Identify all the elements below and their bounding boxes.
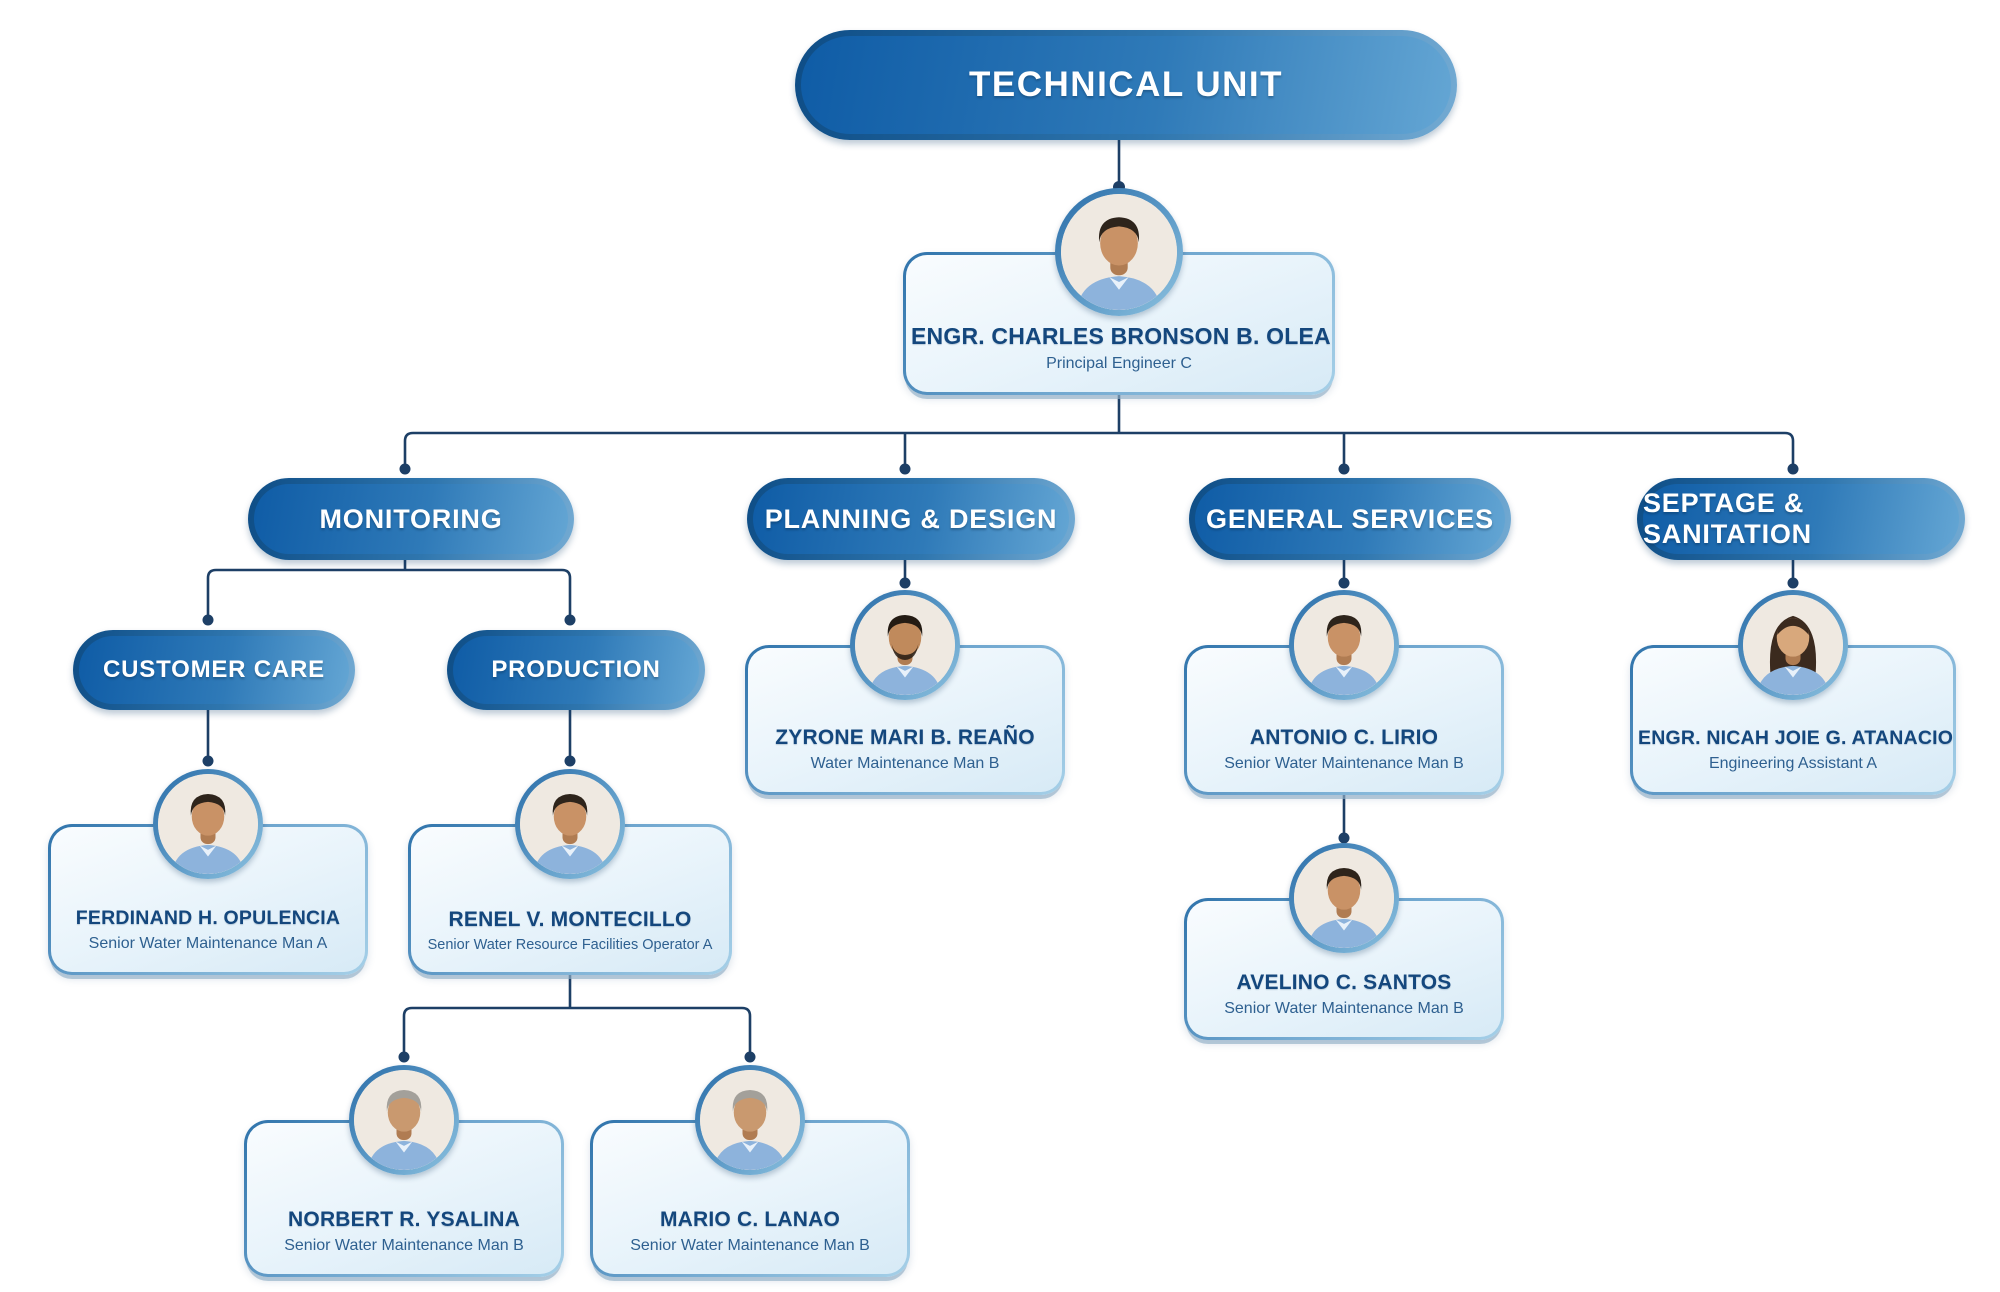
avatar bbox=[1289, 590, 1399, 700]
person-card-antonio-lirio: ANTONIO C. LIRIO Senior Water Maintenanc… bbox=[1184, 590, 1504, 795]
person-role: Water Maintenance Man B bbox=[810, 755, 1000, 772]
avatar-photo bbox=[1294, 848, 1394, 948]
person-card-mario-lanao: MARIO C. LANAO Senior Water Maintenance … bbox=[590, 1065, 910, 1277]
person-name: RENEL V. MONTECILLO bbox=[448, 908, 692, 931]
avatar-photo bbox=[1743, 595, 1843, 695]
person-name: ENGR. NICAH JOIE G. ATANACIO bbox=[1638, 727, 1954, 749]
avatar-photo bbox=[700, 1070, 800, 1170]
avatar-photo bbox=[1294, 595, 1394, 695]
branch-pill-monitoring: MONITORING bbox=[248, 478, 574, 560]
person-name: AVELINO C. SANTOS bbox=[1236, 971, 1452, 994]
person-role: Senior Water Maintenance Man B bbox=[1224, 755, 1464, 772]
person-card-norbert-ysalina: NORBERT R. YSALINA Senior Water Maintena… bbox=[244, 1065, 564, 1277]
person-name: NORBERT R. YSALINA bbox=[288, 1208, 520, 1231]
branch-pill-general-services: GENERAL SERVICES bbox=[1189, 478, 1511, 560]
person-card-zyrone-reano: ZYRONE MARI B. REAÑO Water Maintenance M… bbox=[745, 590, 1065, 795]
person-card-ferdinand-opulencia: FERDINAND H. OPULENCIA Senior Water Main… bbox=[48, 769, 368, 975]
avatar bbox=[515, 769, 625, 879]
branch-label: GENERAL SERVICES bbox=[1195, 484, 1505, 554]
avatar bbox=[1289, 843, 1399, 953]
branch-label: MONITORING bbox=[254, 484, 568, 554]
person-role: Senior Water Resource Facilities Operato… bbox=[427, 937, 713, 953]
person-name: ZYRONE MARI B. REAÑO bbox=[775, 726, 1035, 749]
person-name: ANTONIO C. LIRIO bbox=[1249, 726, 1439, 749]
card-frame bbox=[590, 1120, 910, 1277]
person-name: MARIO C. LANAO bbox=[659, 1208, 841, 1231]
person-card-nicah-atanacio: ENGR. NICAH JOIE G. ATANACIO Engineering… bbox=[1630, 590, 1956, 795]
branch-label: PLANNING & DESIGN bbox=[753, 484, 1069, 554]
branch-pill-planning-design: PLANNING & DESIGN bbox=[747, 478, 1075, 560]
avatar-photo bbox=[520, 774, 620, 874]
person-role: Senior Water Maintenance Man A bbox=[88, 935, 328, 952]
person-card-renel-montecillo: RENEL V. MONTECILLO Senior Water Resourc… bbox=[408, 769, 732, 975]
card-frame bbox=[244, 1120, 564, 1277]
person-card-charles-olea: ENGR. CHARLES BRONSON B. OLEA Principal … bbox=[903, 188, 1335, 395]
avatar bbox=[1055, 188, 1183, 316]
subunit-pill-production: PRODUCTION bbox=[447, 630, 705, 710]
avatar bbox=[695, 1065, 805, 1175]
avatar-photo bbox=[855, 595, 955, 695]
subunit-label: PRODUCTION bbox=[453, 636, 699, 704]
branch-label: SEPTAGE & SANITATION bbox=[1643, 484, 1959, 554]
person-name: ENGR. CHARLES BRONSON B. OLEA bbox=[911, 323, 1331, 349]
avatar-photo bbox=[158, 774, 258, 874]
unit-banner-technical-unit: TECHNICAL UNIT bbox=[795, 30, 1457, 140]
avatar-photo bbox=[354, 1070, 454, 1170]
person-role: Senior Water Maintenance Man B bbox=[630, 1237, 870, 1254]
avatar bbox=[349, 1065, 459, 1175]
subunit-pill-customer-care: CUSTOMER CARE bbox=[73, 630, 355, 710]
person-name: FERDINAND H. OPULENCIA bbox=[75, 907, 341, 929]
unit-banner-label: TECHNICAL UNIT bbox=[801, 36, 1451, 134]
avatar bbox=[153, 769, 263, 879]
avatar bbox=[1738, 590, 1848, 700]
person-role: Engineering Assistant A bbox=[1708, 755, 1878, 772]
subunit-label: CUSTOMER CARE bbox=[79, 636, 349, 704]
person-role: Senior Water Maintenance Man B bbox=[1224, 1000, 1464, 1017]
person-role: Principal Engineer C bbox=[1046, 355, 1192, 372]
avatar bbox=[850, 590, 960, 700]
person-role: Senior Water Maintenance Man B bbox=[284, 1237, 524, 1254]
branch-pill-septage-sanitation: SEPTAGE & SANITATION bbox=[1637, 478, 1965, 560]
person-card-avelino-santos: AVELINO C. SANTOS Senior Water Maintenan… bbox=[1184, 843, 1504, 1040]
avatar-photo bbox=[1061, 194, 1177, 310]
